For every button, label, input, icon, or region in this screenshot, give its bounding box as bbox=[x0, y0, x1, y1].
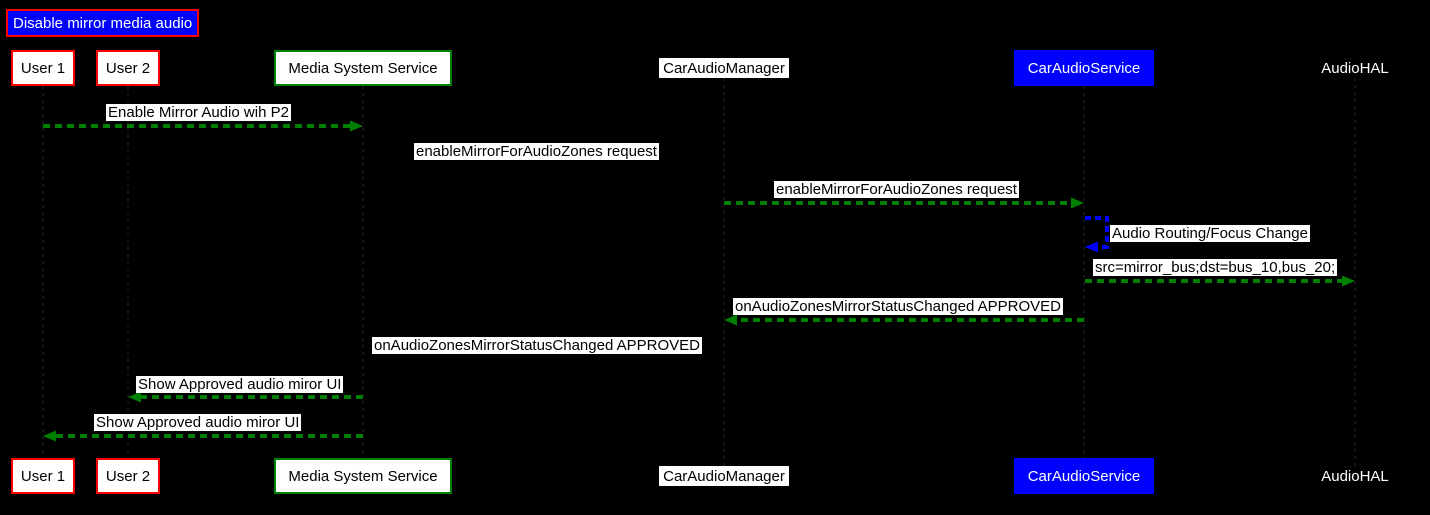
participant-label: User 2 bbox=[105, 59, 151, 77]
participant-mss-top: Media System Service bbox=[274, 50, 452, 86]
message-label-m2: enableMirrorForAudioZones request bbox=[414, 143, 659, 160]
participant-label: AudioHAL bbox=[1321, 467, 1389, 485]
participant-label: User 1 bbox=[20, 467, 66, 485]
participant-mss-bottom: Media System Service bbox=[274, 458, 452, 494]
message-label-m3: enableMirrorForAudioZones request bbox=[774, 181, 1019, 198]
participant-cas-bottom: CarAudioService bbox=[1014, 458, 1154, 494]
message-label-m8: Show Approved audio miror UI bbox=[136, 376, 344, 393]
message-label-m6: onAudioZonesMirrorStatusChanged APPROVED bbox=[733, 298, 1064, 315]
participant-label: Media System Service bbox=[288, 467, 438, 485]
arrowhead-m1 bbox=[350, 120, 363, 132]
participant-label: CarAudioManager bbox=[663, 59, 785, 77]
message-m8 bbox=[128, 391, 363, 403]
message-line-m4 bbox=[1085, 216, 1109, 249]
participant-hal-top: AudioHAL bbox=[1315, 58, 1395, 78]
participant-cas-top: CarAudioService bbox=[1014, 50, 1154, 86]
message-label-m9: Show Approved audio miror UI bbox=[94, 414, 302, 431]
participant-user2-bottom: User 2 bbox=[96, 458, 160, 494]
arrowhead-m9 bbox=[43, 430, 56, 442]
message-m6 bbox=[724, 314, 1084, 326]
participant-user2-top: User 2 bbox=[96, 50, 160, 86]
message-m4 bbox=[1085, 216, 1109, 253]
message-m5 bbox=[1085, 275, 1355, 287]
participant-label: CarAudioService bbox=[1027, 467, 1141, 485]
message-label-m5: src=mirror_bus;dst=bus_10,bus_20; bbox=[1093, 259, 1338, 276]
participant-label: Media System Service bbox=[288, 59, 438, 77]
participant-hal-bottom: AudioHAL bbox=[1315, 466, 1395, 486]
arrowhead-m8 bbox=[128, 391, 141, 403]
participant-label: CarAudioManager bbox=[663, 467, 785, 485]
participant-label: User 1 bbox=[20, 59, 66, 77]
participant-user1-bottom: User 1 bbox=[11, 458, 75, 494]
participant-label: User 2 bbox=[105, 467, 151, 485]
arrowhead-m4 bbox=[1085, 241, 1098, 253]
message-label-m7: onAudioZonesMirrorStatusChanged APPROVED bbox=[372, 337, 703, 354]
diagram-title-box: Disable mirror media audio bbox=[6, 9, 200, 37]
participant-cam-bottom: CarAudioManager bbox=[659, 466, 789, 486]
message-label-m1: Enable Mirror Audio wih P2 bbox=[106, 104, 291, 121]
message-label-m4: Audio Routing/Focus Change bbox=[1110, 225, 1310, 242]
participant-cam-top: CarAudioManager bbox=[659, 58, 789, 78]
arrowhead-m5 bbox=[1342, 275, 1355, 287]
participant-label: AudioHAL bbox=[1321, 59, 1389, 77]
message-m1 bbox=[43, 120, 363, 132]
participant-label: CarAudioService bbox=[1027, 59, 1141, 77]
message-m3 bbox=[724, 197, 1084, 209]
message-m9 bbox=[43, 430, 363, 442]
arrowhead-m3 bbox=[1071, 197, 1084, 209]
arrowhead-m6 bbox=[724, 314, 737, 326]
participant-user1-top: User 1 bbox=[11, 50, 75, 86]
